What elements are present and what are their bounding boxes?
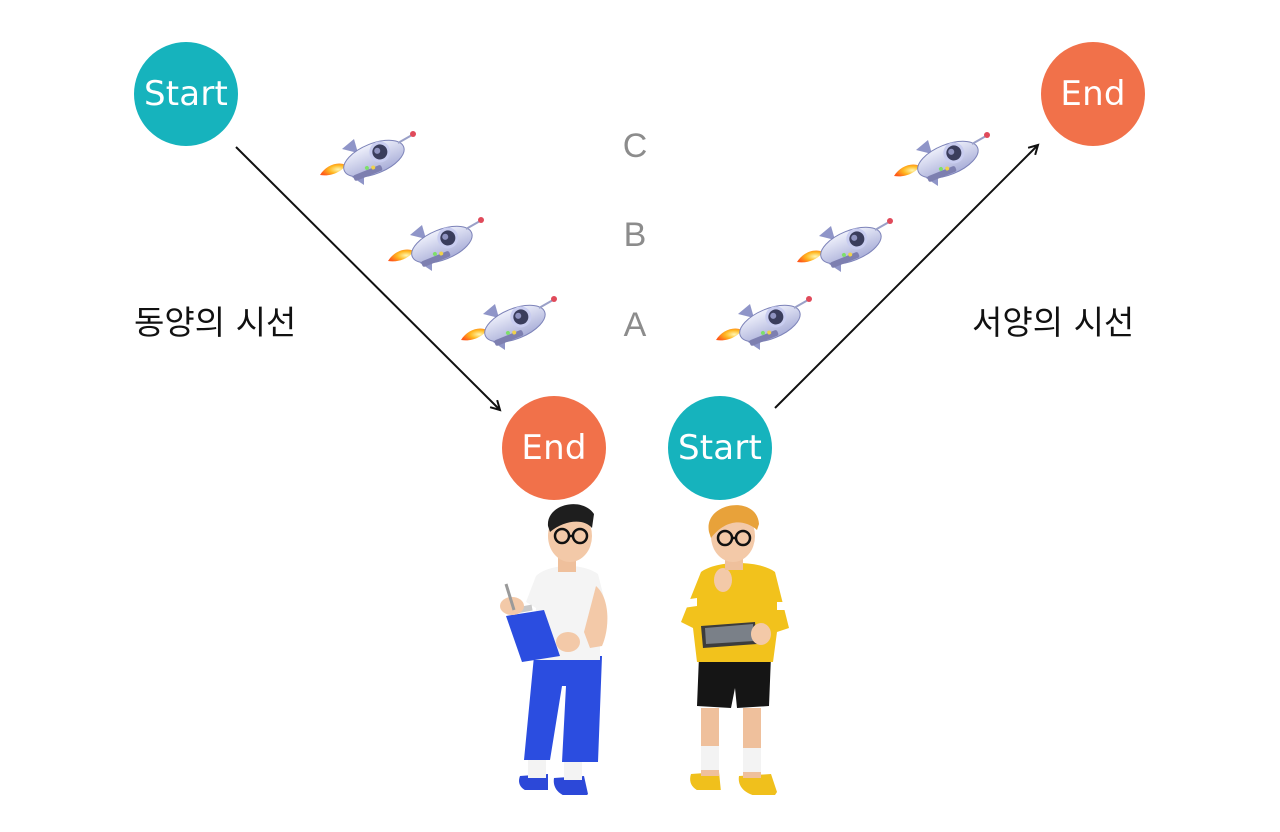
- rocket-icon: [892, 130, 992, 188]
- rocket-icon: [714, 294, 814, 352]
- left-heading: 동양의 시선: [134, 303, 297, 342]
- right-arrow: [774, 145, 1038, 409]
- level-c: C: [622, 127, 648, 165]
- left-arrow: [235, 146, 500, 410]
- left-start-label: Start: [143, 74, 229, 114]
- left-end-circle: End: [502, 396, 606, 500]
- rocket-icon: [795, 216, 895, 274]
- level-b: B: [623, 216, 647, 254]
- right-end-circle: End: [1041, 42, 1145, 146]
- rocket-icon: [386, 215, 486, 273]
- rocket-icon: [318, 129, 418, 187]
- person-with-clipboard: [500, 504, 608, 799]
- right-start-label: Start: [677, 428, 763, 468]
- level-a: A: [623, 306, 647, 344]
- rocket-icon: [459, 294, 559, 352]
- left-start-circle: Start: [134, 42, 238, 146]
- right-end-label: End: [1060, 74, 1126, 114]
- person-with-tablet: [681, 505, 789, 799]
- right-heading: 서양의 시선: [972, 303, 1135, 342]
- right-start-circle: Start: [668, 396, 772, 500]
- left-end-label: End: [521, 428, 587, 468]
